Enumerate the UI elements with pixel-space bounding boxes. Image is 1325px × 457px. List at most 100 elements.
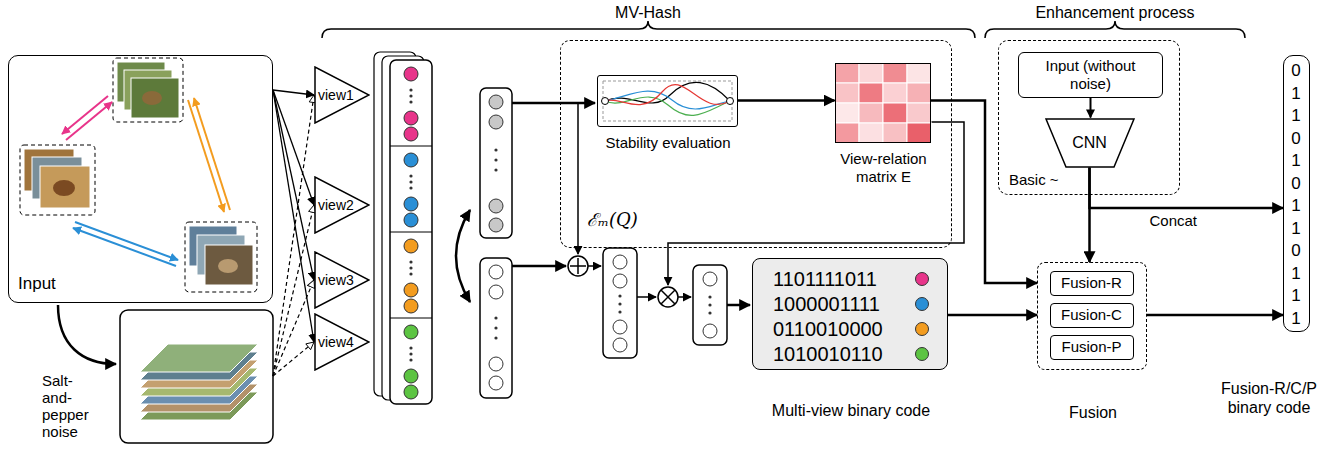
box-label: Fusion-P xyxy=(1061,338,1121,356)
view-branch: view1 xyxy=(314,66,370,124)
orange-arrow xyxy=(188,100,224,212)
chart-endpoint xyxy=(602,98,609,105)
flow-arrow xyxy=(588,265,601,267)
ellipsis-dot xyxy=(409,346,412,349)
binary-code: 1101111011 xyxy=(773,267,877,291)
orange-arrow xyxy=(194,98,230,210)
neuron xyxy=(404,283,418,297)
ellipsis-dot xyxy=(409,272,412,275)
bit-column: 0 1 1 0 1 0 1 1 0 1 1 1 xyxy=(1290,60,1302,330)
module-label: Basic ~ xyxy=(1009,171,1059,189)
shape-outline xyxy=(315,177,369,233)
shape-outline xyxy=(1046,119,1134,167)
clean-input-box: Input (without noise) xyxy=(1018,52,1163,98)
edge-label: Concat xyxy=(1148,212,1200,230)
panel-title: Input xyxy=(18,274,56,294)
chart-endpoint xyxy=(727,98,734,105)
enhancement-module: Basic ~ Input (without noise) CNN xyxy=(998,40,1180,195)
box-label: CNN xyxy=(1072,133,1107,152)
neuron xyxy=(489,285,503,299)
matrix-cell xyxy=(883,103,907,123)
shape-outline xyxy=(315,252,369,308)
segment-divider xyxy=(390,318,432,319)
box-label: Fusion-C xyxy=(1061,306,1122,324)
binary-code: 1000001111 xyxy=(773,292,880,316)
ellipsis-dot xyxy=(618,310,621,313)
view-color-dot xyxy=(915,297,929,311)
output-code-column: 0 1 1 0 1 0 1 1 0 1 1 1Fusion-R/C/P bina… xyxy=(1283,55,1310,332)
binary-code: 0110010000 xyxy=(773,317,883,341)
neuron xyxy=(404,67,418,81)
stability-curve xyxy=(605,85,730,105)
shape-outline xyxy=(315,67,369,123)
ellipsis-dot xyxy=(409,186,412,189)
ellipsis-dot xyxy=(409,88,412,91)
ellipsis-dot xyxy=(708,303,711,306)
ellipsis-dot xyxy=(409,260,412,263)
neuron xyxy=(404,153,418,167)
neuron xyxy=(404,197,418,211)
image-stack-frame xyxy=(185,222,257,292)
view-label: view2 xyxy=(318,197,354,214)
noisy-input-arrow xyxy=(273,280,314,376)
neuron xyxy=(404,111,418,125)
ellipsis-dot xyxy=(409,100,412,103)
box-caption: Stability evaluation xyxy=(578,134,759,152)
connector-arrow xyxy=(273,90,314,95)
neuron xyxy=(404,213,418,227)
connector-arrow xyxy=(273,90,314,280)
connector-arrow xyxy=(1090,168,1284,209)
matrix-cell xyxy=(883,83,907,103)
shape-outline xyxy=(315,314,369,370)
neuron xyxy=(489,357,503,371)
matrix-cell xyxy=(859,123,883,143)
photo xyxy=(40,166,90,208)
connector-arrow xyxy=(273,90,314,342)
multiply-operator-stroke xyxy=(661,290,675,304)
noisy-image-box xyxy=(120,310,273,443)
connector-arrow xyxy=(1090,98,1092,118)
ellipsis-dot xyxy=(494,168,497,171)
group-caption: Fusion xyxy=(1028,403,1158,422)
photo-subject xyxy=(53,180,75,196)
view-label: view1 xyxy=(318,87,354,104)
noisy-input-arrow xyxy=(273,342,314,376)
flow-arrow xyxy=(637,296,656,298)
fusion-group: FusionFusion-RFusion-CFusion-P xyxy=(1037,262,1147,370)
matrix-cell xyxy=(907,83,931,103)
fusion-box: Fusion-P xyxy=(1050,335,1134,360)
neuron xyxy=(404,239,418,253)
vector-column xyxy=(603,248,637,358)
view-color-dot xyxy=(915,272,929,286)
connector-arrow xyxy=(1147,314,1283,317)
ellipsis-dot xyxy=(494,316,497,319)
neuron xyxy=(703,324,717,338)
photo xyxy=(205,245,253,285)
image-stack-frame xyxy=(20,145,95,215)
cnn-block: CNN xyxy=(1045,118,1135,168)
matrix-cell xyxy=(907,103,931,123)
neuron xyxy=(489,218,503,232)
section-title: Enhancement process xyxy=(1035,3,1195,22)
ellipsis-dot xyxy=(409,94,412,97)
ellipsis-dot xyxy=(708,311,711,314)
section-title: MV-Hash xyxy=(598,3,698,22)
matrix-cell xyxy=(835,123,859,143)
noisy-image xyxy=(140,344,258,372)
matrix-caption: View-relation matrix E xyxy=(829,150,939,186)
matrix-cell xyxy=(835,83,859,103)
flow-arrow xyxy=(512,102,595,105)
view-color-dot xyxy=(915,347,929,361)
view-branch: view2 xyxy=(314,176,370,234)
blue-arrow xyxy=(73,228,176,266)
ellipsis-dot xyxy=(618,302,621,305)
matrix-cell xyxy=(835,103,859,123)
brace xyxy=(322,21,975,38)
blue-arrow xyxy=(75,222,178,260)
neuron xyxy=(404,127,418,141)
matrix-cell xyxy=(883,123,907,143)
ellipsis-dot xyxy=(409,266,412,269)
chart-frame xyxy=(603,81,732,121)
